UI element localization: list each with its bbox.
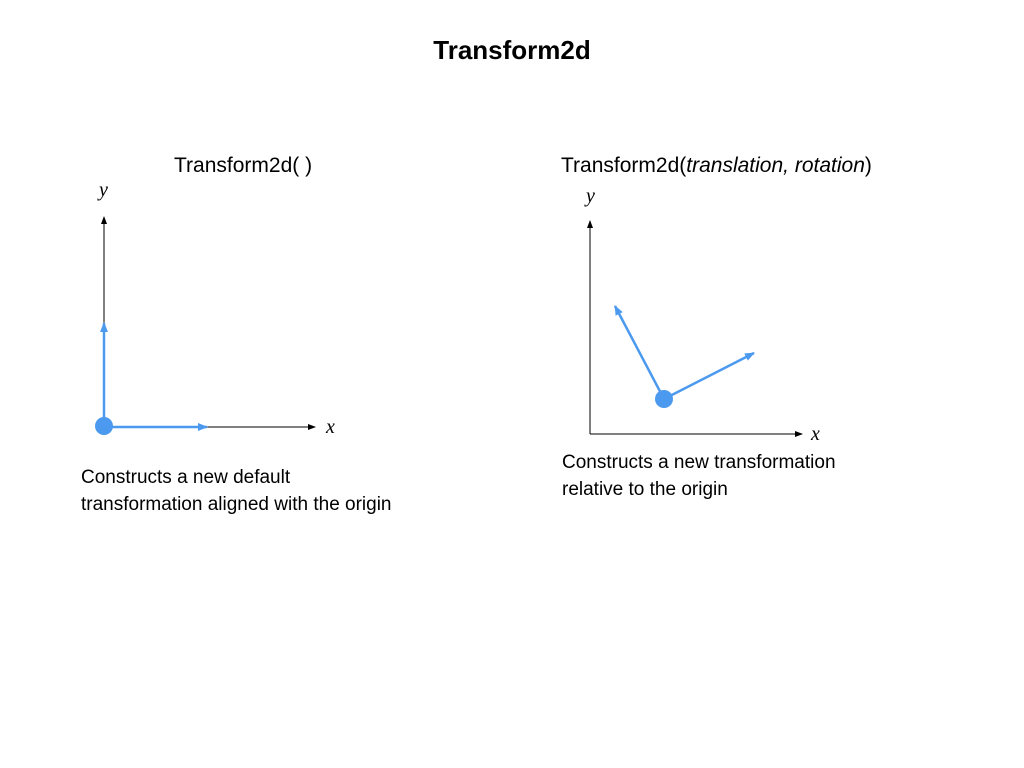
- left-diagram: y x: [95, 179, 335, 438]
- right-panel-caption: Constructs a new transformation relative…: [562, 452, 836, 500]
- slide-title: Transform2d: [433, 35, 591, 65]
- right-frame-x-vector: [663, 351, 755, 401]
- left-panel-heading: Transform2d( ): [174, 154, 313, 177]
- right-panel-heading: Transform2d(translation, rotation): [561, 153, 872, 179]
- right-heading-suffix: ): [864, 154, 872, 177]
- right-heading-params: translation, rotation: [686, 154, 865, 177]
- right-frame-y-vector: [613, 305, 666, 400]
- right-x-axis-label: x: [810, 423, 820, 445]
- right-heading-prefix: Transform2d(: [561, 154, 687, 177]
- right-y-axis-label: y: [584, 185, 595, 207]
- left-panel-caption: Constructs a new default transformation …: [81, 467, 392, 515]
- right-diagram: y x: [584, 185, 820, 445]
- left-y-axis-label: y: [97, 179, 108, 201]
- left-frame-origin-dot: [95, 417, 113, 435]
- left-x-axis-label: x: [325, 416, 335, 438]
- right-frame-origin-dot: [655, 390, 673, 408]
